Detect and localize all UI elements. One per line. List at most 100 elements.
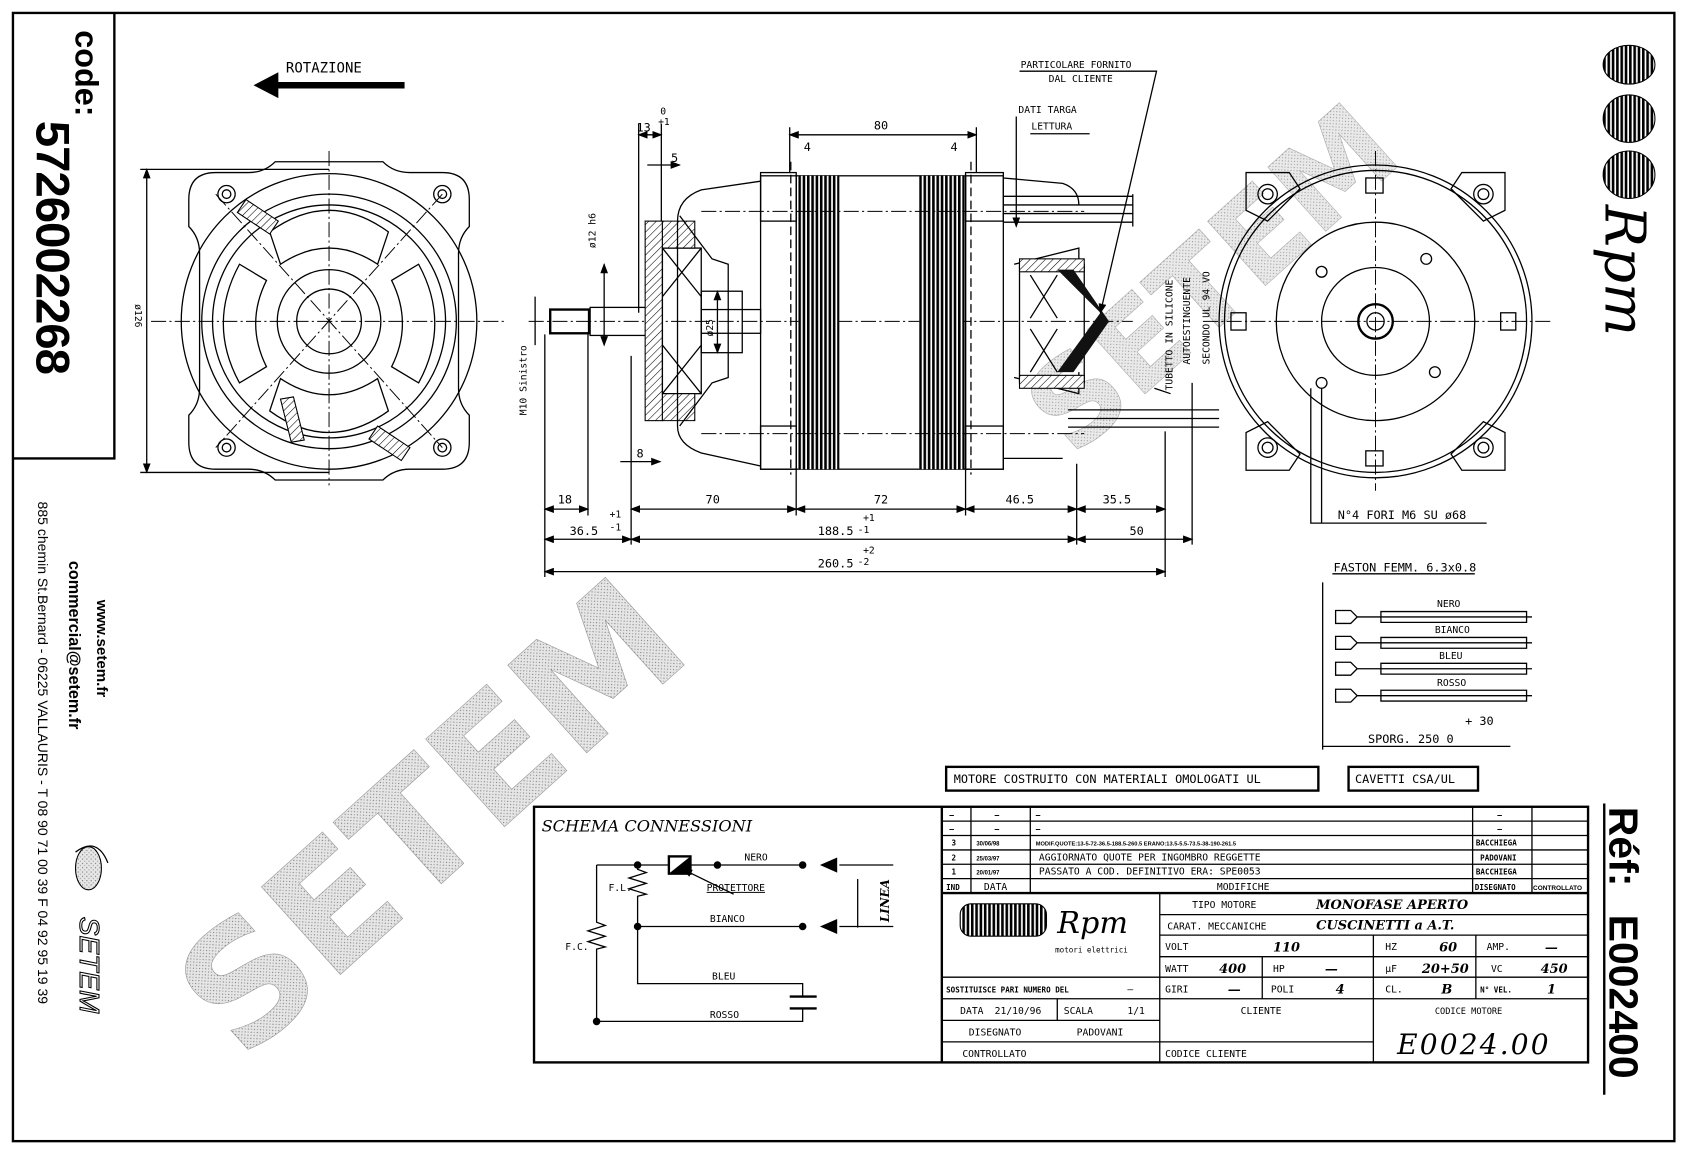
drawing-particolare-1: PARTICOLARE FORNITO: [1021, 60, 1132, 71]
drawing-dims-d13: 13: [637, 121, 651, 135]
title-block-revisions-0-ind: —: [949, 811, 954, 820]
schema-fc: F.C.: [565, 942, 588, 953]
title-block-giri-label: GIRI: [1165, 984, 1188, 995]
schema-fl: F.L.: [608, 883, 631, 894]
drawing-dims-d72: 72: [874, 493, 888, 507]
stator-lamination: [798, 175, 840, 470]
side-view-labels: 13 0 +1 5 80 4 4 8 ø12 h6 ø25 M10 Sinist…: [518, 60, 1212, 570]
drawing-bearing-diameter: ø25: [705, 319, 716, 337]
title-block-revisions-0-date: —: [995, 811, 1000, 820]
motor-code: E0024.00: [1396, 1028, 1551, 1061]
title-block-revisions-3-ind: 2: [952, 854, 957, 863]
rpm-logo: Rpm: [1591, 44, 1656, 336]
title-block-giri: —: [1228, 982, 1241, 997]
title-block-sostituisce-label: SOSTITUISCE PARI NUMERO DEL: [946, 985, 1069, 994]
drawing-dims-d260-5-tol-top: +2: [863, 545, 875, 556]
title-block-revisions-3-date: 25/03/97: [976, 857, 1000, 863]
drawing-dims-d70: 70: [706, 493, 720, 507]
title-block-hz: 60: [1439, 940, 1457, 955]
title-block-vc: 450: [1541, 962, 1568, 977]
reference-label: Réf:: [1601, 807, 1647, 887]
title-block-revisions-3-drawn: PADOVANI: [1480, 854, 1516, 863]
title-block-scala: 1/1: [1127, 1006, 1145, 1017]
title-block-revisions-3-text: AGGIORNATO QUOTE PER INGOMBRO REGGETTE: [1039, 853, 1261, 864]
title-block-revisions-4-ind: 1: [952, 868, 957, 877]
title-block-amp: —: [1545, 940, 1558, 955]
drawing-dims-d46-5: 46.5: [1005, 493, 1034, 507]
title-block-revisions-2-date: 30/06/98: [976, 842, 1000, 848]
title-block-revisions-1-ind: —: [949, 825, 954, 834]
title-block-codice-cliente-label: CODICE CLIENTE: [1165, 1049, 1247, 1060]
title-block-sostituisce: —: [1127, 984, 1133, 995]
revision-table: — — — — — — — — 3 30/06/98 MODIF.QUOTE:1…: [946, 811, 1582, 893]
title-block-revisions-2-ind: 3: [952, 839, 957, 848]
title-block-tipo-motore: MONOFASE APERTO: [1315, 898, 1469, 913]
wire-label-bleu: BLEU: [1439, 651, 1462, 662]
wire-label-bianco: BIANCO: [1435, 625, 1470, 636]
drawing-dims-d80: 80: [874, 118, 888, 132]
csa-note: CAVETTI CSA/UL: [1355, 772, 1455, 786]
setem-logo: SETEM: [73, 845, 109, 1015]
code-label: code:: [69, 30, 105, 116]
sporg-length: SPORG. 250 0: [1368, 732, 1454, 746]
title-block-data-label: DATA: [960, 1006, 984, 1017]
drawing-dims-d188-5-tol-top: +1: [863, 513, 875, 524]
title-block-vel-label: N° VEL.: [1480, 985, 1512, 994]
title-block-headers-date: DATA: [984, 882, 1008, 893]
drawing-dims-d36-5-tol-bot: -1: [610, 523, 622, 534]
side-view: [528, 70, 1220, 578]
title-block-uf: 20+50: [1421, 962, 1469, 977]
schema-title: SCHEMA CONNESSIONI: [542, 817, 753, 836]
title-block-disegnato: PADOVANI: [1077, 1027, 1124, 1038]
title-block-hp-label: HP: [1273, 964, 1285, 975]
title-block-revisions-0-text: —: [1036, 811, 1041, 820]
title-block-revisions-2-drawn: BACCHIEGA: [1476, 839, 1517, 848]
front-diameter-dim: ø126: [132, 304, 143, 327]
drawing-dims-d4a: 4: [804, 140, 811, 154]
title-block-revisions-4-drawn: BACCHIEGA: [1476, 868, 1517, 877]
website-link[interactable]: www.setem.fr: [93, 599, 110, 698]
title-block-controllato-label: CONTROLLATO: [962, 1049, 1026, 1060]
brand-logo-tagline: motori elettrici: [1055, 945, 1128, 954]
title-block-headers-modifiche: MODIFICHE: [1217, 882, 1270, 893]
drawing-dims-d13-tol-bot: +1: [658, 117, 670, 128]
title-block-hp: —: [1325, 962, 1338, 977]
title-block-revisions-1-text: —: [1036, 825, 1041, 834]
schema-bianco: BIANCO: [710, 914, 745, 925]
drawing-shaft-diameter: ø12 h6: [588, 213, 599, 248]
rotation-label: ROTAZIONE: [286, 60, 362, 76]
brand-logo-name: Rpm: [1056, 906, 1128, 941]
title-block-tipo-motore-label: TIPO MOTORE: [1192, 900, 1256, 911]
title-block-volt-label: VOLT: [1165, 942, 1189, 953]
title-block-revisions-4-date: 20/01/97: [976, 871, 1000, 877]
email-link[interactable]: commercial@setem.fr: [65, 561, 83, 730]
title-block-volt: 110: [1273, 940, 1300, 955]
drawing-dims-d35-5: 35.5: [1103, 493, 1132, 507]
title-block-headers-ind: IND: [946, 883, 960, 892]
title-block-revisions-1-date: —: [995, 825, 1000, 834]
drawing-dims-d260-5: 260.5: [818, 556, 854, 570]
title-block: [532, 805, 1590, 1064]
title-block-headers-disegnato: DISEGNATO: [1475, 883, 1516, 892]
title-block-cl: B: [1440, 982, 1452, 997]
sporg-tolerance: + 30: [1465, 714, 1494, 728]
drawing-lettura: LETTURA: [1031, 121, 1072, 132]
schema-rosso: ROSSO: [710, 1010, 739, 1021]
drawing-dims-d260-5-tol-bot: -2: [858, 557, 870, 568]
schema-protettore: PROTETTORE: [707, 883, 765, 894]
title-block-headers-controllato: CONTROLLATO: [1533, 885, 1582, 892]
faston-label: FASTON FEMM. 6.3x0.8: [1333, 561, 1476, 575]
drawing-dims-d50: 50: [1130, 524, 1144, 538]
wire-label-nero: NERO: [1437, 599, 1461, 610]
title-block-cliente-label: CLIENTE: [1241, 1006, 1282, 1017]
drawing-tubetto-2: AUTOESTINGUENTE: [1182, 277, 1193, 365]
title-block-revisions-2-text: MODIF.QUOTE:13-5-72-36.5-188.5-260.5 ERA…: [1036, 842, 1237, 848]
drawing-shaft-thread: M10 Sinistro: [518, 345, 529, 415]
title-block-revisions-1-drawn: —: [1497, 825, 1502, 834]
motor-specs: TIPO MOTORE MONOFASE APERTO CARAT. MECCA…: [946, 898, 1567, 1061]
drawing-particolare-2: DAL CLIENTE: [1049, 74, 1113, 85]
wire-label-rosso: ROSSO: [1437, 678, 1466, 689]
drawing-dims-d36-5: 36.5: [570, 524, 599, 538]
title-block-revisions-0-drawn: —: [1497, 811, 1502, 820]
drawing-tubetto-1: TUBETTO IN SILICONE: [1165, 279, 1176, 390]
